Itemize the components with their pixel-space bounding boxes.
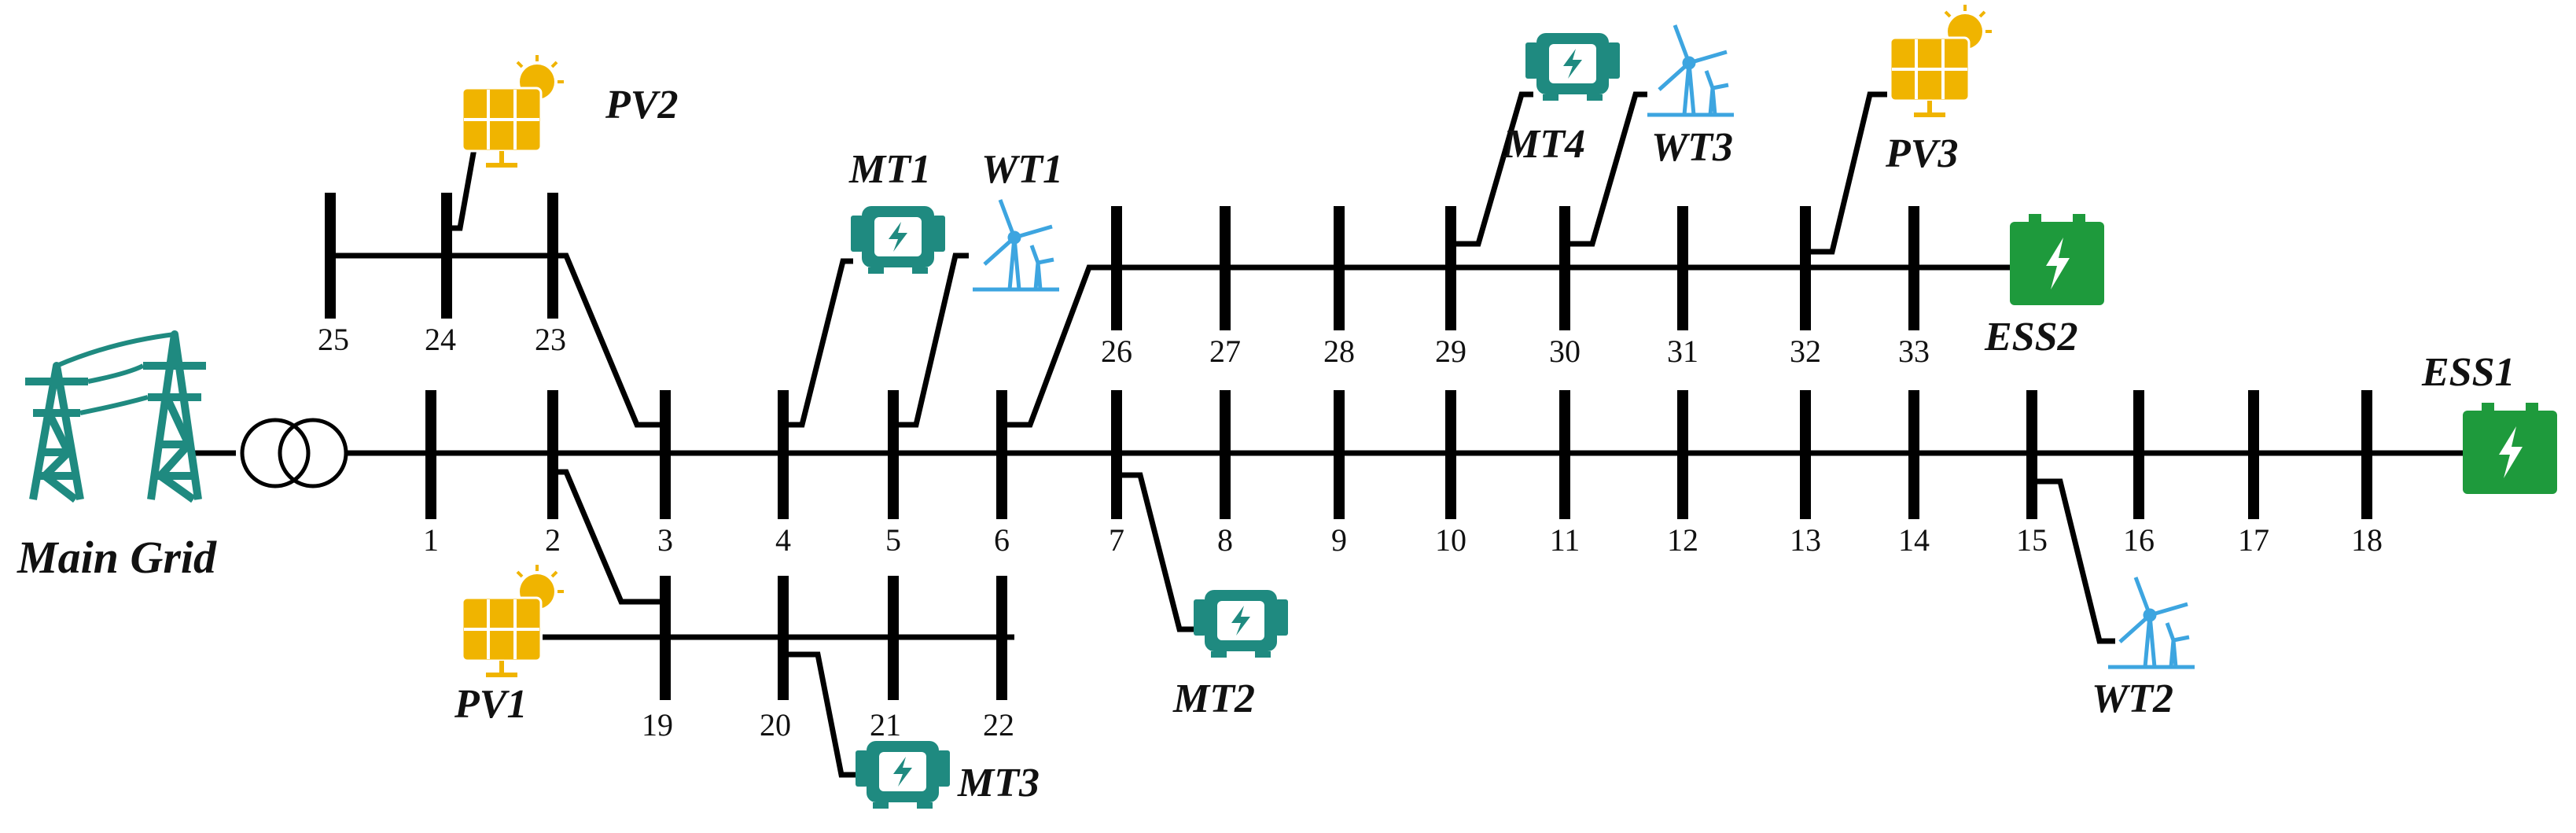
pv1-label: PV1	[454, 682, 527, 727]
bus-number: 32	[1790, 334, 1821, 369]
bus-number: 14	[1898, 522, 1930, 558]
tie-2-19-line	[553, 469, 665, 605]
wind-turbine-icon	[1647, 25, 1734, 115]
bus-number: 27	[1209, 334, 1241, 369]
bus-bars	[325, 193, 2372, 700]
bus-number: 33	[1898, 334, 1930, 369]
bus-number: 16	[2123, 522, 2155, 558]
bus-number: 24	[425, 322, 456, 357]
bus-number: 21	[870, 707, 901, 743]
bus-number: 18	[2351, 522, 2383, 558]
bus-number: 28	[1323, 334, 1355, 369]
mt4-label: MT4	[1503, 122, 1585, 167]
bus-number: 17	[2238, 522, 2269, 558]
battery-storage-icon	[2010, 214, 2104, 305]
bus-number: 9	[1331, 522, 1347, 558]
bus-number: 26	[1101, 334, 1132, 369]
bus-number: 4	[775, 522, 791, 558]
pv3-label: PV3	[1885, 131, 1958, 176]
tie-3-23-line	[553, 252, 665, 428]
bus-numbers: 1 2 3 4 5 6 7 8 9 10 11 12 13 14 15 16 1…	[318, 322, 2383, 743]
wt2-connection-line	[2032, 478, 2115, 644]
bus-number: 23	[535, 322, 566, 357]
ess1-label: ESS1	[2421, 350, 2515, 395]
microturbine-icon	[851, 206, 945, 274]
bus-number: 10	[1435, 522, 1466, 558]
bus-number: 15	[2016, 522, 2048, 558]
feeder-lines	[189, 91, 2469, 778]
bus-number: 29	[1435, 334, 1466, 369]
bus-number: 5	[885, 522, 901, 558]
wt3-connection-line	[1565, 91, 1647, 247]
mt3-label: MT3	[957, 761, 1040, 805]
pv2-label: PV2	[605, 83, 678, 127]
bus-number: 25	[318, 322, 349, 357]
bus-number: 11	[1550, 522, 1581, 558]
mt4-connection-line	[1451, 91, 1533, 247]
bus-number: 8	[1217, 522, 1233, 558]
battery-storage-icon	[2463, 403, 2557, 494]
mt3-connection-line	[783, 651, 861, 778]
bus-number: 6	[994, 522, 1010, 558]
solar-panel-icon	[1890, 5, 1992, 115]
bus-number: 3	[657, 522, 673, 558]
microturbine-icon	[1525, 33, 1620, 101]
bus-number: 2	[545, 522, 561, 558]
main-grid-label: Main Grid	[17, 532, 217, 583]
bus-number: 12	[1667, 522, 1698, 558]
mt1-connection-line	[783, 258, 853, 428]
solar-panel-icon	[462, 55, 564, 165]
bus-number: 1	[423, 522, 439, 558]
tie-6-26-line	[1002, 264, 1117, 428]
bus-number: 30	[1549, 334, 1581, 369]
wt1-label: WT1	[981, 147, 1063, 192]
pv3-connection-line	[1805, 91, 1887, 255]
wt1-connection-line	[893, 252, 969, 428]
bus-number: 20	[760, 707, 791, 743]
mt1-label: MT1	[848, 147, 931, 192]
solar-panel-icon	[462, 565, 564, 675]
bus-number: 13	[1790, 522, 1821, 558]
wt3-label: WT3	[1651, 125, 1733, 170]
bus-number: 7	[1109, 522, 1124, 558]
transformer-icon	[240, 418, 348, 488]
wind-turbine-icon	[973, 200, 1059, 289]
bus-number: 31	[1667, 334, 1698, 369]
bus-number: 19	[642, 707, 673, 743]
wt2-label: WT2	[2092, 676, 2173, 721]
microturbine-icon	[1194, 590, 1288, 658]
ess2-label: ESS2	[1984, 315, 2078, 359]
transmission-tower-icon	[25, 334, 206, 499]
microturbine-icon	[856, 741, 950, 809]
mt2-label: MT2	[1172, 676, 1255, 721]
wind-turbine-icon	[2108, 577, 2195, 667]
bus-number: 22	[983, 707, 1014, 743]
